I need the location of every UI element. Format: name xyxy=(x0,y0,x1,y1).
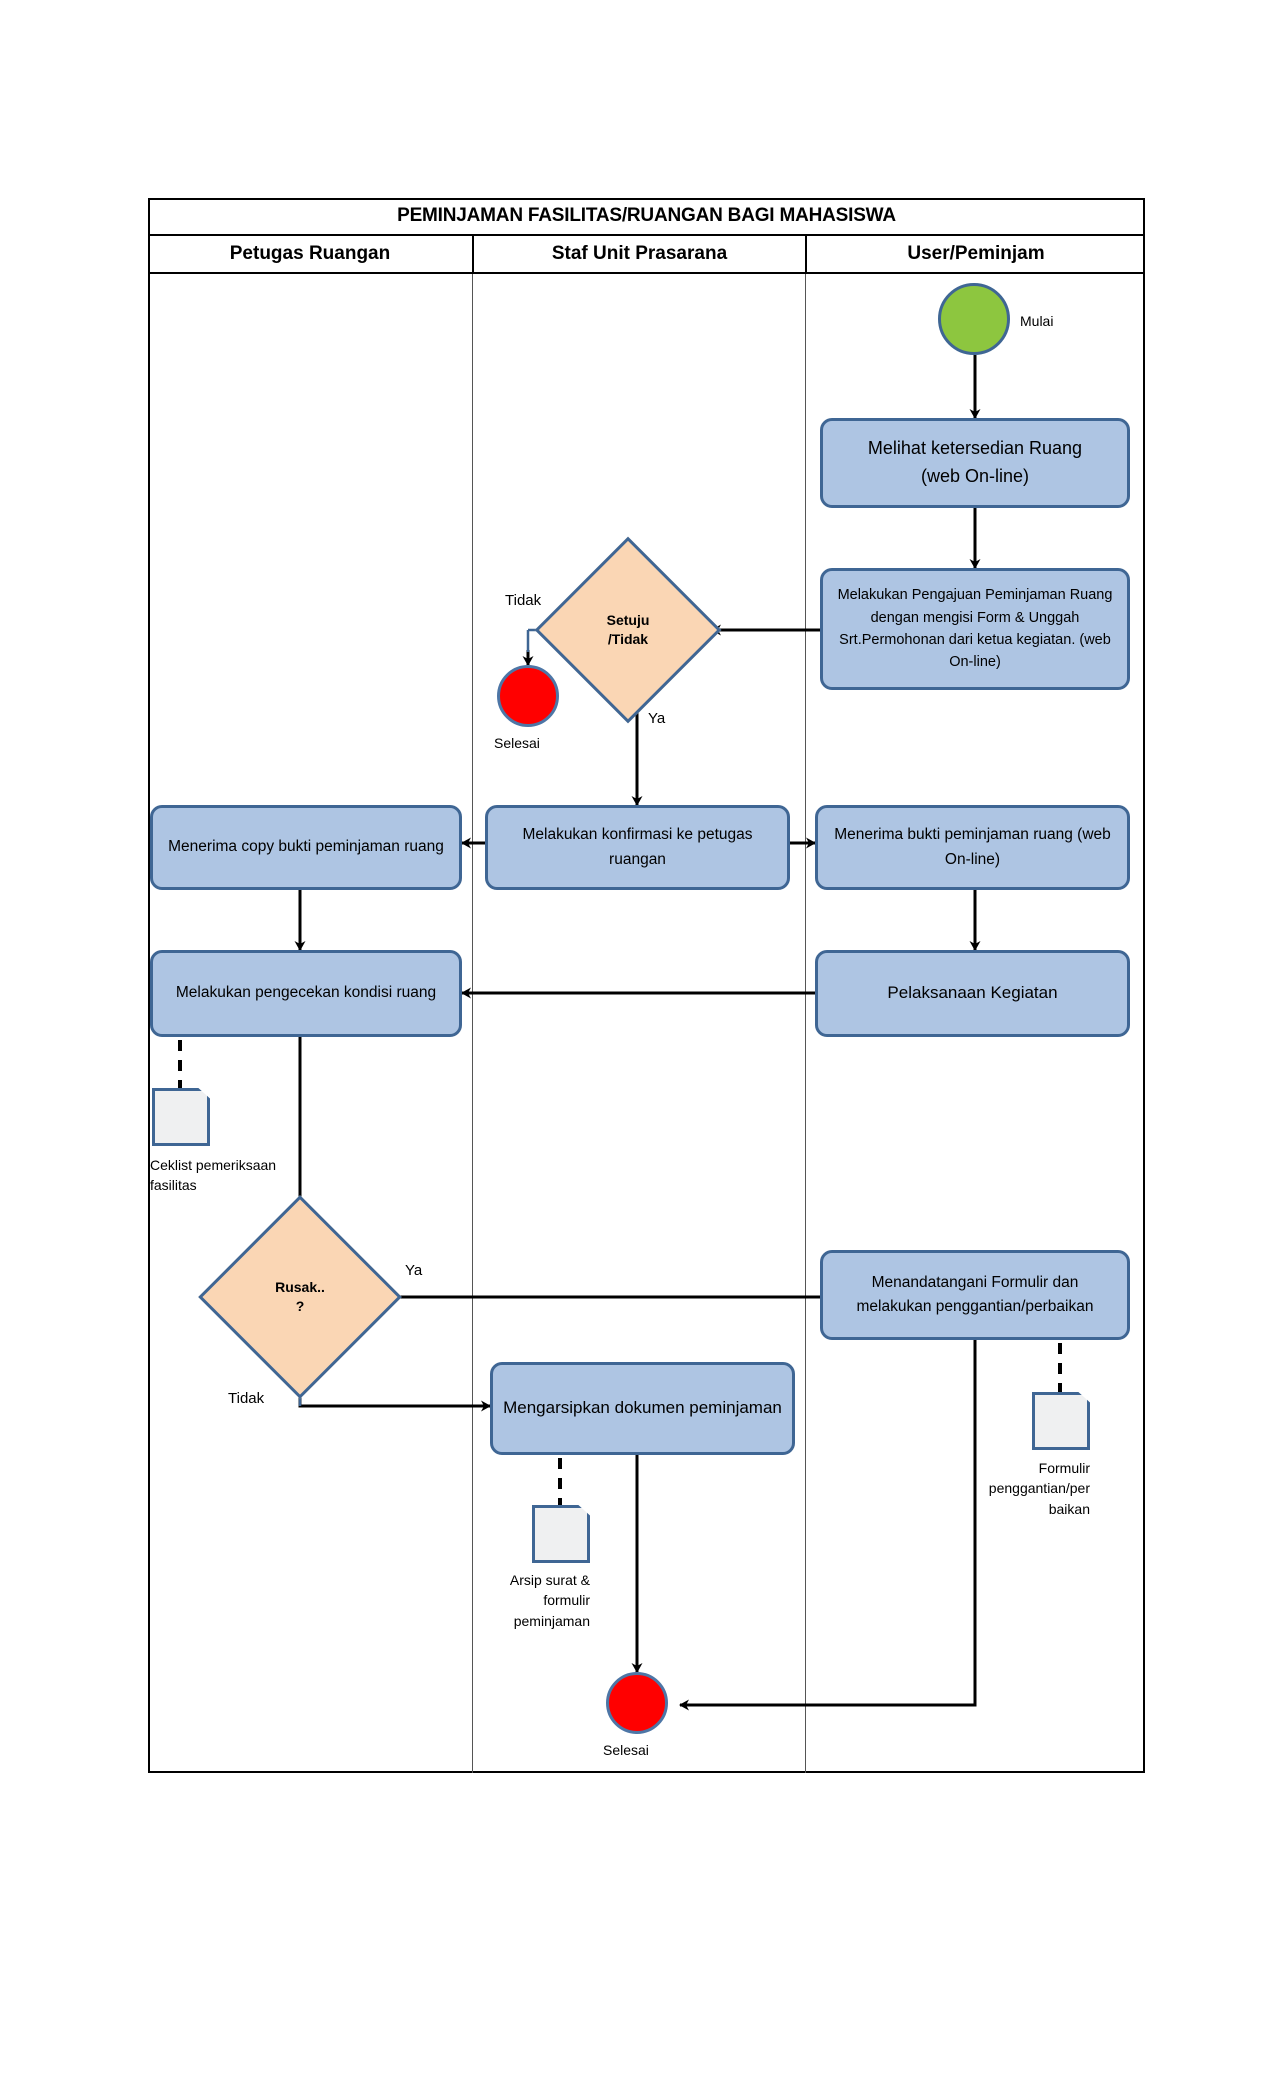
lane-divider-1 xyxy=(472,274,473,1773)
process-melakukan-konfirmasi[interactable]: Melakukan konfirmasi ke petugas ruangan xyxy=(485,805,790,890)
process-melakukan-pengecekan-kondisi[interactable]: Melakukan pengecekan kondisi ruang xyxy=(150,950,462,1037)
process-label: Mengarsipkan dokumen peminjaman xyxy=(503,1398,782,1418)
document-icon-arsip xyxy=(532,1505,590,1563)
process-mengarsipkan-dokumen[interactable]: Mengarsipkan dokumen peminjaman xyxy=(490,1362,795,1455)
decision-label: Setuju /Tidak xyxy=(562,564,694,696)
document-icon-formulir xyxy=(1032,1392,1090,1450)
lane-label: Petugas Ruangan xyxy=(229,243,391,264)
edge-label-ya-rusak: Ya xyxy=(405,1262,423,1279)
lane-label: Staf Unit Prasarana xyxy=(551,243,728,264)
process-menandatangani-formulir[interactable]: Menandatangani Formulir dan melakukan pe… xyxy=(820,1250,1130,1340)
lane-header-staf-unit-prasarana: Staf Unit Prasarana xyxy=(472,236,805,274)
process-label: Pelaksanaan Kegiatan xyxy=(887,983,1058,1003)
end-node-selesai-final[interactable] xyxy=(606,1672,668,1734)
process-pelaksanaan-kegiatan[interactable]: Pelaksanaan Kegiatan xyxy=(815,950,1130,1037)
decision-setuju-tidak[interactable]: Setuju /Tidak xyxy=(534,536,722,724)
process-label: Melihat ketersedian Ruang (web On-line) xyxy=(867,438,1083,486)
lane-header-petugas-ruangan: Petugas Ruangan xyxy=(148,236,472,274)
diagram-title: PEMINJAMAN FASILITAS/RUANGAN BAGI MAHASI… xyxy=(397,205,896,226)
process-melihat-ketersedian-ruang[interactable]: Melihat ketersedian Ruang (web On-line) xyxy=(820,418,1130,508)
document-label-ceklist: Ceklist pemeriksaan fasilitas xyxy=(150,1157,277,1194)
decision-label-line1: Rusak.. xyxy=(275,1279,325,1296)
process-label: Melakukan konfirmasi ke petugas ruangan xyxy=(522,826,753,868)
start-node-label: Mulai xyxy=(1020,313,1054,329)
end-node-label: Selesai xyxy=(603,1742,649,1758)
edge-label-tidak-rusak: Tidak xyxy=(228,1390,265,1407)
lane-divider-2 xyxy=(805,274,806,1773)
lane-label: User/Peminjam xyxy=(907,243,1045,264)
edge-label-tidak-setuju: Tidak xyxy=(505,592,542,609)
document-label-formulir: Formulir penggantian/per baikan xyxy=(988,1460,1090,1517)
process-label: Menandatangani Formulir dan melakukan pe… xyxy=(856,1273,1094,1315)
start-node-mulai[interactable] xyxy=(938,283,1010,355)
document-icon-ceklist xyxy=(152,1088,210,1146)
process-label: Menerima bukti peminjaman ruang (web On-… xyxy=(834,826,1111,868)
end-node-selesai-tolak[interactable] xyxy=(497,665,559,727)
process-label: Menerima copy bukti peminjaman ruang xyxy=(168,838,444,856)
process-label: Melakukan Pengajuan Peminjaman Ruang den… xyxy=(837,587,1113,671)
document-label-arsip: Arsip surat & formulir peminjaman xyxy=(509,1572,590,1629)
decision-label-line2: ? xyxy=(295,1298,305,1314)
process-melakukan-pengajuan-peminjaman[interactable]: Melakukan Pengajuan Peminjaman Ruang den… xyxy=(820,568,1130,690)
decision-label-line2: /Tidak xyxy=(607,631,649,647)
process-menerima-copy-bukti[interactable]: Menerima copy bukti peminjaman ruang xyxy=(150,805,462,890)
edge-label-ya-setuju: Ya xyxy=(648,710,666,727)
decision-label: Rusak.. ? xyxy=(228,1225,372,1369)
diagram-title-bar: PEMINJAMAN FASILITAS/RUANGAN BAGI MAHASI… xyxy=(148,198,1145,236)
swimlane-frame xyxy=(148,198,1145,1773)
decision-label-line1: Setuju xyxy=(606,612,650,629)
end-node-label: Selesai xyxy=(494,735,540,751)
process-menerima-bukti-peminjaman[interactable]: Menerima bukti peminjaman ruang (web On-… xyxy=(815,805,1130,890)
process-label: Melakukan pengecekan kondisi ruang xyxy=(175,984,437,1002)
lane-header-user-peminjam: User/Peminjam xyxy=(805,236,1145,274)
decision-rusak[interactable]: Rusak.. ? xyxy=(198,1195,402,1399)
